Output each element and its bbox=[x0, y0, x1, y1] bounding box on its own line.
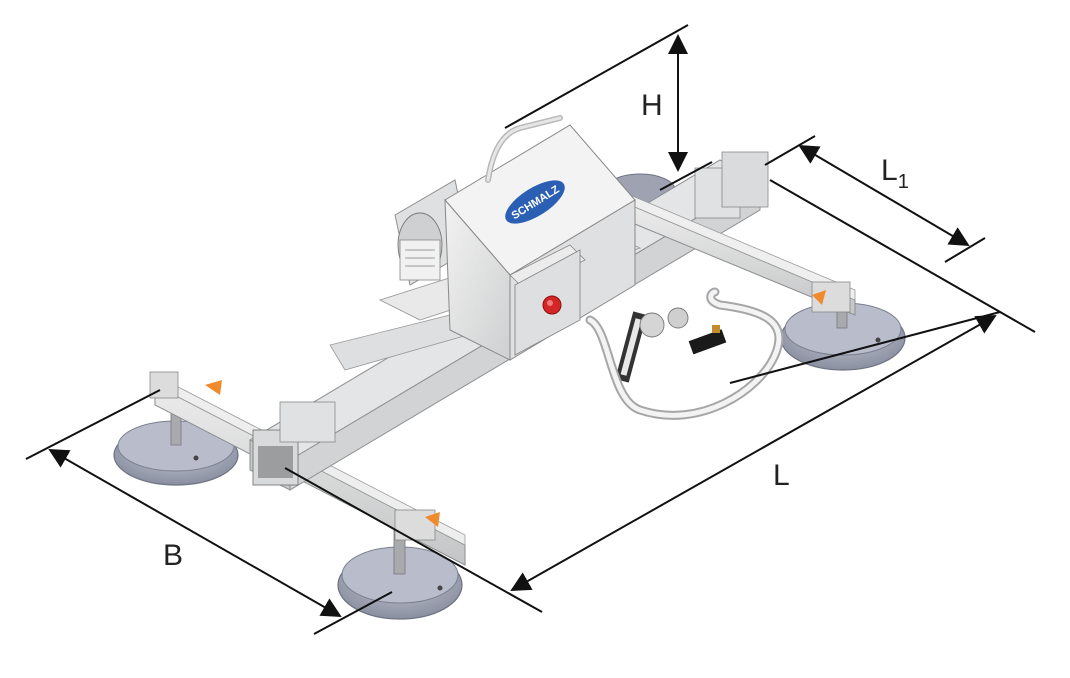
h-extension-top bbox=[504, 24, 689, 129]
dimension-lines bbox=[25, 24, 1036, 635]
control-handle bbox=[615, 307, 727, 383]
l-dimension-arrow bbox=[510, 315, 997, 591]
b-extension-right bbox=[313, 591, 393, 635]
length1-subscript: 1 bbox=[898, 171, 909, 193]
b-dimension-arrow bbox=[48, 449, 342, 617]
b-extension-left bbox=[25, 389, 161, 460]
h-extension-bottom bbox=[659, 161, 713, 191]
l-extension-rear bbox=[769, 179, 1036, 333]
length-label: L bbox=[773, 459, 790, 492]
l1-extension-left bbox=[764, 135, 816, 166]
width-label: B bbox=[163, 539, 183, 572]
length1-label: L1 bbox=[881, 154, 909, 193]
l1-extension-right bbox=[944, 237, 986, 263]
height-label: H bbox=[641, 89, 663, 122]
length1-base: L bbox=[881, 154, 898, 187]
l1-dimension-arrow bbox=[798, 144, 970, 247]
